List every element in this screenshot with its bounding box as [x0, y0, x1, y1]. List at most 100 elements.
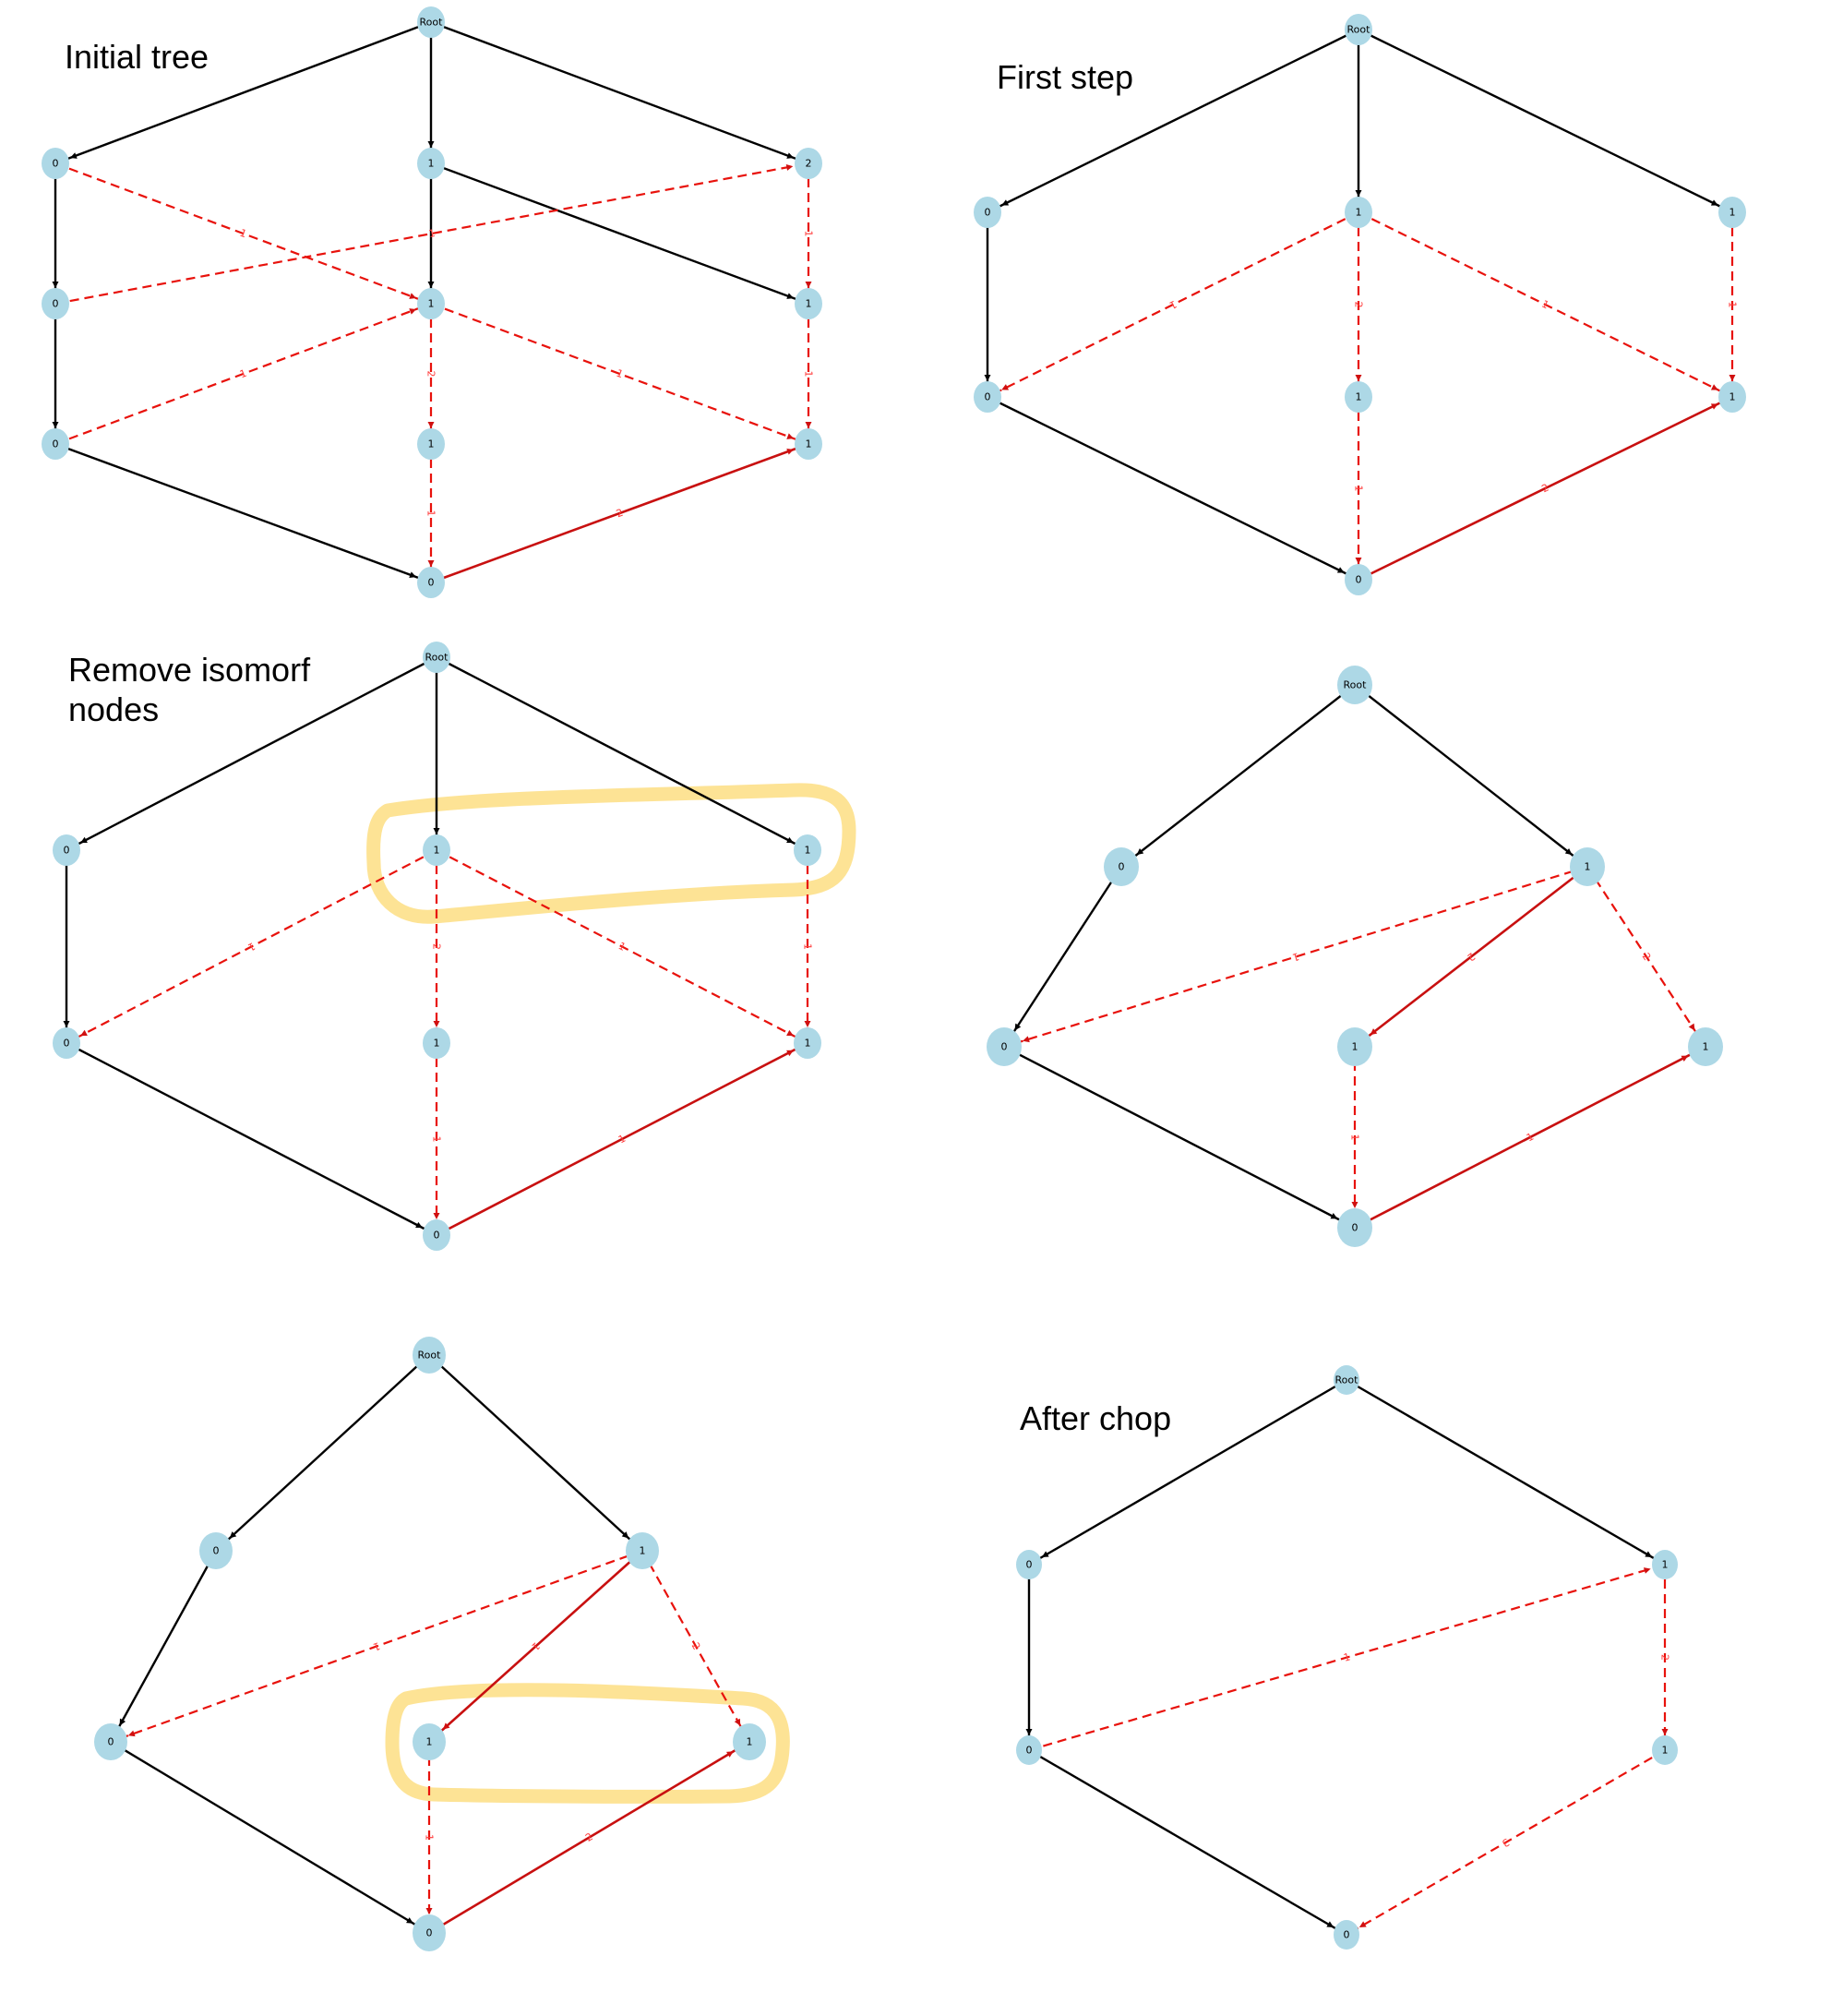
edge-arrowhead — [52, 422, 59, 428]
node-label: 1 — [806, 438, 812, 450]
node-a0: 0 — [1016, 1550, 1042, 1579]
edge-c0-d — [1003, 1045, 1356, 1230]
node-a0: 0 — [199, 1532, 233, 1569]
isomorph-highlight — [366, 783, 856, 924]
node-label: 0 — [434, 1230, 440, 1242]
edge-arrowhead — [1355, 558, 1362, 564]
node-circle — [1718, 381, 1746, 413]
edge-c0-b1 — [54, 302, 432, 446]
edge-a1-c2 — [1358, 211, 1733, 398]
edge-arrowhead — [433, 828, 440, 834]
node-label: 1 — [434, 845, 440, 857]
node-a2: 1 — [1718, 197, 1746, 228]
node-c1: 1 — [417, 428, 445, 460]
node-label: 1 — [1729, 207, 1736, 219]
edge-label: 1 — [803, 371, 815, 378]
node-b2: 1 — [795, 288, 822, 319]
edge-arrowhead — [785, 163, 794, 171]
edge-r-a1 — [1346, 1378, 1666, 1566]
node-c0: 0 — [987, 1027, 1022, 1066]
edge-r-a0 — [1028, 1378, 1347, 1566]
node-circle — [795, 148, 822, 179]
edge-r-a2 — [430, 20, 809, 165]
edge-label: 1 — [431, 1136, 443, 1143]
edge-d-c2 — [430, 442, 809, 584]
edge-arrowhead — [69, 152, 78, 159]
node-label: 0 — [64, 845, 70, 857]
node-label: Root — [420, 17, 444, 29]
edge-arrowhead — [119, 1718, 126, 1726]
edge-arrowhead — [406, 1917, 413, 1924]
edge-arrowhead — [734, 1718, 741, 1726]
node-c0: 0 — [1016, 1735, 1042, 1765]
node-label: 1 — [1703, 1041, 1709, 1053]
node-label: 1 — [426, 1736, 433, 1748]
node-circle — [417, 148, 445, 179]
edge-arrowhead — [805, 282, 812, 288]
node-circle — [794, 834, 821, 866]
node-label: 1 — [1356, 391, 1362, 403]
node-circle — [1337, 1208, 1372, 1247]
edge-r-a0 — [215, 1354, 430, 1552]
node-label: 0 — [213, 1545, 220, 1557]
node-label: 1 — [428, 298, 435, 310]
edge-label: 1 — [245, 940, 257, 954]
edge-arrowhead — [786, 1050, 794, 1057]
edge-label: 2 — [1540, 482, 1551, 496]
edge-arrowhead — [1645, 1551, 1653, 1557]
node-a0: 0 — [1104, 847, 1139, 886]
node-d: 0 — [423, 1219, 450, 1251]
edge-r-a2 — [1358, 28, 1733, 214]
node-d: 0 — [1334, 1920, 1359, 1950]
node-label: Root — [1344, 679, 1368, 691]
node-circle — [1334, 1365, 1359, 1395]
node-label: 0 — [53, 298, 59, 310]
node-label: 1 — [1356, 207, 1362, 219]
node-circle — [1688, 1027, 1723, 1066]
node-label: 0 — [53, 438, 59, 450]
edge-b0-a2 — [54, 162, 809, 306]
node-circle — [413, 1337, 446, 1374]
edge-arrowhead — [409, 293, 417, 299]
node-label: 0 — [1352, 1222, 1358, 1234]
edge-arrowhead — [804, 1021, 811, 1027]
node-c0: 0 — [53, 1027, 80, 1059]
edge-d-c2 — [1358, 395, 1733, 582]
node-circle — [94, 1723, 127, 1760]
node-circle — [413, 1914, 446, 1951]
edge-label: 1 — [1525, 1131, 1536, 1145]
edge-a1-c0 — [66, 849, 437, 1044]
node-label: Root — [1347, 24, 1371, 36]
node-label: 0 — [1001, 1041, 1008, 1053]
edge-label: 2 — [583, 1830, 595, 1844]
node-label: 1 — [428, 438, 435, 450]
edge-arrowhead — [786, 433, 795, 439]
edge-c0-d — [110, 1740, 430, 1935]
node-circle — [423, 834, 450, 866]
node-r: Root — [413, 1337, 446, 1374]
edge-r-a2 — [436, 655, 808, 852]
node-circle — [42, 148, 69, 179]
edge-arrowhead — [1330, 1213, 1338, 1219]
node-r: Root — [1334, 1365, 1359, 1395]
edge-arrowhead — [1336, 567, 1345, 573]
edge-arrowhead — [427, 560, 435, 567]
node-d: 0 — [1337, 1208, 1372, 1247]
node-circle — [733, 1723, 766, 1760]
edge-arrowhead — [1041, 1551, 1049, 1557]
edge-r-a0 — [987, 28, 1359, 214]
edge-c1-d — [1346, 1749, 1666, 1936]
edge-arrowhead — [1564, 847, 1573, 856]
node-label: Root — [418, 1350, 442, 1362]
node-c1: 1 — [413, 1723, 446, 1760]
node-a1: 1 — [1652, 1550, 1678, 1579]
panel-title-after-chop: After chop — [1020, 1399, 1172, 1437]
node-a1: 1 — [423, 834, 450, 866]
edge-label: 2 — [689, 1640, 703, 1651]
panel-title-first-step: First step — [997, 58, 1134, 96]
node-circle — [417, 567, 445, 598]
edge-arrowhead — [786, 293, 795, 299]
